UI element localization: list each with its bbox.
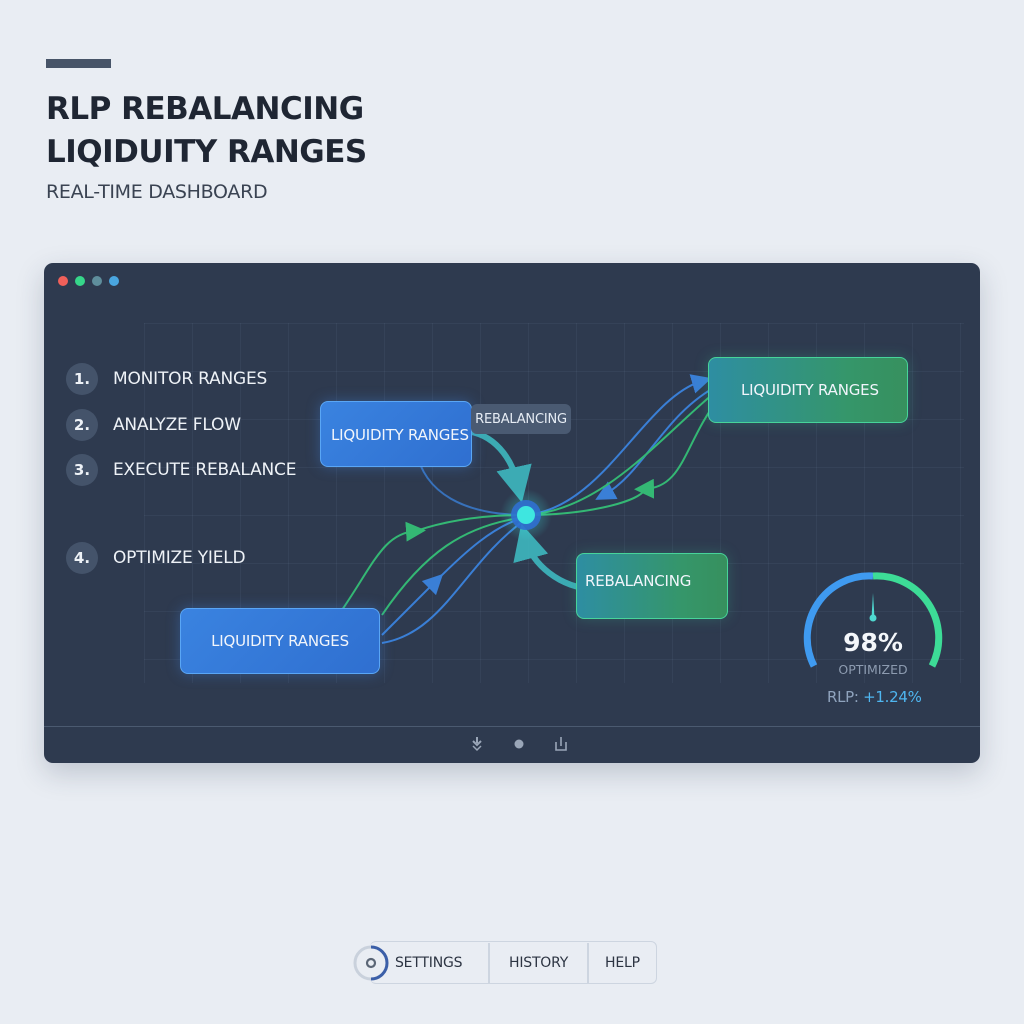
page-title: RLP REBALANCING LIQIDUITY RANGES [46,88,367,174]
rlp-label: RLP: [827,688,859,706]
share-icon[interactable] [553,735,569,753]
step-item: 1. MONITOR RANGES [66,363,267,395]
step-label: EXECUTE REBALANCE [113,460,297,480]
step-label: OPTIMIZE YIELD [113,548,246,568]
node-liquidity-ranges-top-left[interactable]: LIQUIDITY RANGES [320,401,472,467]
rebalancing-chip: REBALANCING [471,404,571,434]
gauge-arc [803,572,943,668]
step-number: 1. [66,363,98,395]
page-subtitle: REAL-TIME DASHBOARD [46,181,268,203]
step-number: 2. [66,409,98,441]
node-liquidity-ranges-bottom-left[interactable]: LIQUIDITY RANGES [180,608,380,674]
node-label: LIQUIDITY RANGES [211,632,349,650]
dot-icon[interactable] [511,735,527,753]
help-button[interactable]: HELP [605,954,640,971]
rlp-change: RLP: +1.24% [827,688,922,706]
minimize-dot[interactable] [92,276,102,286]
node-label: LIQUIDITY RANGES [741,381,879,399]
info-dot[interactable] [109,276,119,286]
title-line-2: LIQIDUITY RANGES [46,134,367,170]
dashboard-window: 1. MONITOR RANGES 2. ANALYZE FLOW 3. EXE… [44,263,980,763]
step-number: 4. [66,542,98,574]
gauge-needle [871,593,875,618]
step-item: 3. EXECUTE REBALANCE [66,454,296,486]
flow-diagram [341,374,720,644]
download-icon[interactable] [469,735,485,753]
step-label: MONITOR RANGES [113,369,268,389]
node-label: LIQUIDITY RANGES [331,426,469,444]
accent-bar [46,59,111,68]
bottom-nav [370,941,657,984]
node-liquidity-ranges-top-right[interactable]: LIQUIDITY RANGES [708,357,908,423]
step-number: 3. [66,454,98,486]
title-line-1: RLP REBALANCING [46,91,364,127]
history-button[interactable]: HISTORY [509,954,569,971]
footer-divider [44,726,980,727]
step-item: 4. OPTIMIZE YIELD [66,542,246,574]
settings-button[interactable]: SETTINGS [395,954,463,971]
maximize-dot[interactable] [75,276,85,286]
nav-divider [488,943,490,983]
gear-icon[interactable] [352,944,390,982]
rlp-value: +1.24% [863,688,922,706]
step-label: ANALYZE FLOW [113,415,241,435]
close-dot[interactable] [58,276,68,286]
footer-toolbar [44,735,980,755]
optimization-gauge: 98% OPTIMIZED [802,568,944,718]
step-item: 2. ANALYZE FLOW [66,409,241,441]
gauge-value: 98% [843,628,903,657]
node-label: REBALANCING [585,572,692,590]
window-controls [58,276,119,286]
gauge-label: OPTIMIZED [838,662,908,677]
nav-divider [587,943,589,983]
node-rebalancing[interactable]: REBALANCING [576,553,728,619]
